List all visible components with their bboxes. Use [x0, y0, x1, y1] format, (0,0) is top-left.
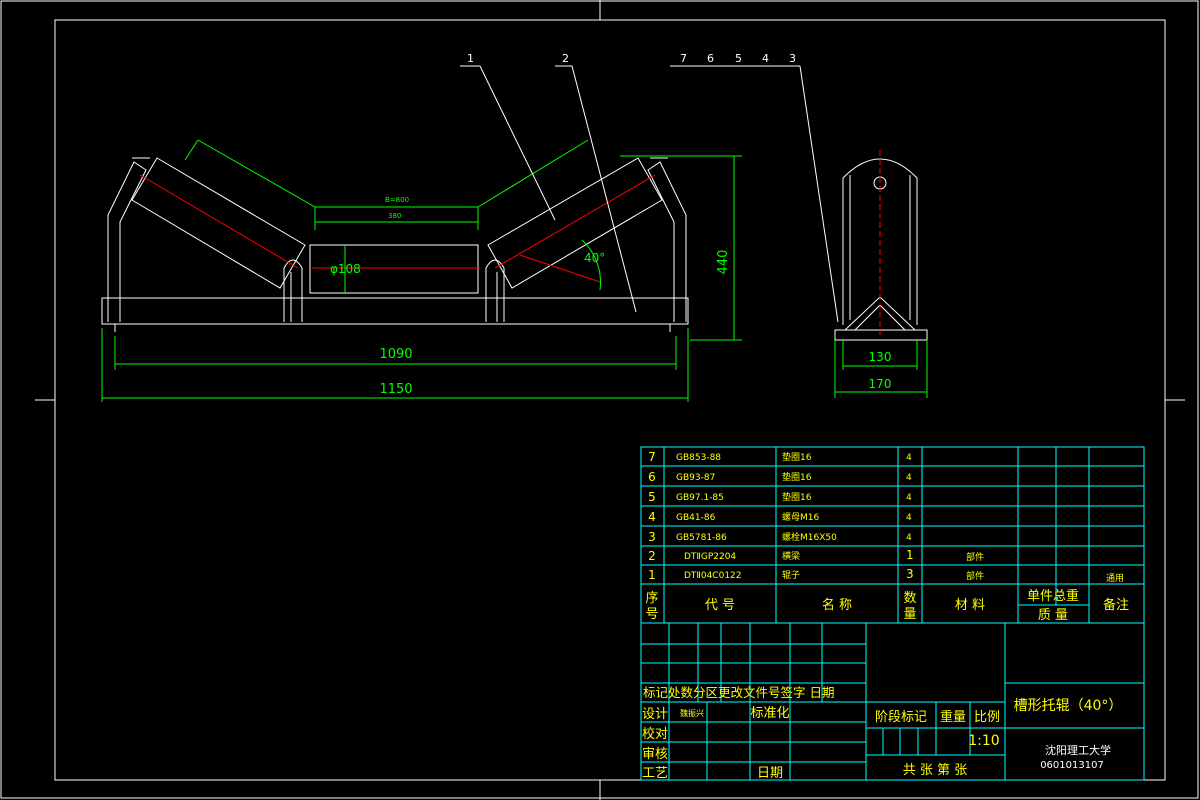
row-3-no: 3 — [648, 530, 656, 544]
row-1-remark: 通用 — [1106, 573, 1124, 584]
row-2-material: 部件 — [966, 551, 984, 563]
label-review: 审核 — [642, 747, 668, 762]
dim-170: 170 — [869, 377, 892, 391]
balloon-5: 5 — [735, 52, 742, 65]
right-roller — [487, 157, 663, 289]
row-1-code: DTⅡ04C0122 — [684, 571, 742, 581]
row-2-qty: 1 — [906, 548, 914, 562]
row-3-name: 螺栓M16X50 — [782, 531, 837, 543]
dim-diameter: φ108 — [330, 262, 361, 276]
dim-center-length: 380 — [388, 212, 401, 220]
row-3-qty: 4 — [906, 533, 912, 543]
right-bracket — [647, 157, 687, 322]
header-unit-total: 单件总重 — [1027, 588, 1079, 604]
header-qty-2: 量 — [903, 607, 916, 622]
header-no-1: 序 — [645, 591, 658, 606]
row-6-qty: 4 — [906, 473, 912, 483]
header-code: 代 号 — [705, 598, 735, 613]
label-check: 校对 — [642, 726, 668, 742]
scale-value: 1:10 — [968, 733, 999, 749]
balloon-3: 3 — [789, 52, 796, 65]
base-frame — [101, 297, 689, 332]
balloon-4: 4 — [762, 52, 769, 65]
center-roller — [309, 244, 479, 294]
row-7-code: GB853-88 — [676, 453, 721, 463]
label-weight: 重量 — [940, 709, 966, 725]
dim-1150: 1150 — [379, 382, 412, 397]
dim-belt-width: B=800 — [385, 196, 409, 204]
balloon-7: 7 — [680, 52, 687, 65]
drawing-number: 0601013107 — [1040, 760, 1104, 771]
drawing-title: 槽形托辊（40°） — [1014, 698, 1123, 714]
row-4-qty: 4 — [906, 513, 912, 523]
dim-height: 440 — [716, 250, 731, 275]
dim-130: 130 — [869, 350, 892, 364]
row-6-no: 6 — [648, 470, 656, 484]
header-name: 名 称 — [822, 597, 852, 613]
side-bracket — [834, 158, 928, 341]
side-view — [834, 150, 928, 398]
belt-outline — [184, 139, 601, 293]
row-2-no: 2 — [648, 549, 656, 563]
header-remark: 备注 — [1103, 597, 1129, 613]
left-bracket — [107, 157, 150, 322]
row-2-code: DTⅡGP2204 — [684, 552, 736, 562]
drawing-labels: 1 2 7 6 5 4 3 B=800 380 φ108 40° 440 109… — [330, 52, 891, 397]
middle-supports — [283, 259, 505, 322]
row-1-name: 辊子 — [782, 569, 800, 581]
leader-lines — [460, 65, 839, 323]
row-5-qty: 4 — [906, 493, 912, 503]
inner-border — [54, 19, 1166, 781]
row-7-qty: 4 — [906, 453, 912, 463]
header-mass: 质 量 — [1038, 608, 1068, 623]
balloon-6: 6 — [707, 52, 714, 65]
row-1-material: 部件 — [966, 570, 984, 582]
roller-centerlines — [139, 174, 656, 283]
left-roller — [131, 157, 306, 289]
designer-name: 魏振兴 — [680, 708, 704, 718]
row-5-name: 垫圈16 — [782, 491, 812, 503]
front-view — [101, 65, 839, 402]
parts-table — [640, 446, 1145, 624]
label-process: 工艺 — [642, 766, 668, 781]
label-scale: 比例 — [974, 710, 1000, 725]
side-dimensions — [834, 340, 928, 398]
row-4-name: 螺母M16 — [782, 512, 819, 523]
header-no-2: 号 — [645, 607, 658, 622]
row-2-name: 横梁 — [782, 550, 800, 562]
label-design: 设计 — [642, 707, 668, 722]
header-material: 材 料 — [955, 598, 985, 613]
height-dimension — [620, 155, 742, 341]
row-7-no: 7 — [648, 450, 656, 464]
sheet-count: 共 张 第 张 — [903, 763, 967, 778]
title-block-text: 标记处数分区更改文件号签字 日期 设计 魏振兴 标准化 校对 审核 工艺 日期 … — [642, 685, 1122, 781]
balloon-1: 1 — [467, 52, 474, 65]
balloon-2: 2 — [562, 52, 569, 65]
dim-1090: 1090 — [379, 347, 412, 362]
label-stage-mark: 阶段标记 — [875, 710, 927, 725]
row-5-no: 5 — [648, 490, 656, 504]
row-7-name: 垫圈16 — [782, 451, 812, 463]
row-6-name: 垫圈16 — [782, 471, 812, 483]
row-3-code: GB5781-86 — [676, 533, 727, 543]
label-date: 日期 — [757, 766, 783, 781]
row-4-no: 4 — [648, 510, 656, 524]
row-1-no: 1 — [648, 568, 656, 582]
revision-header: 标记处数分区更改文件号签字 日期 — [643, 685, 834, 700]
dim-angle: 40° — [584, 251, 605, 265]
header-qty-1: 数 — [903, 591, 916, 606]
parts-table-text: 7 GB853-88 垫圈16 4 6 GB93-87 垫圈16 4 5 GB9… — [645, 450, 1129, 623]
label-standardize: 标准化 — [750, 706, 789, 721]
school-name: 沈阳理工大学 — [1045, 743, 1111, 757]
row-4-code: GB41-86 — [676, 513, 716, 523]
width-dimensions — [101, 328, 689, 402]
title-block — [640, 622, 1145, 781]
row-6-code: GB93-87 — [676, 473, 715, 483]
row-5-code: GB97.1-85 — [676, 493, 724, 503]
row-1-qty: 3 — [906, 567, 914, 581]
